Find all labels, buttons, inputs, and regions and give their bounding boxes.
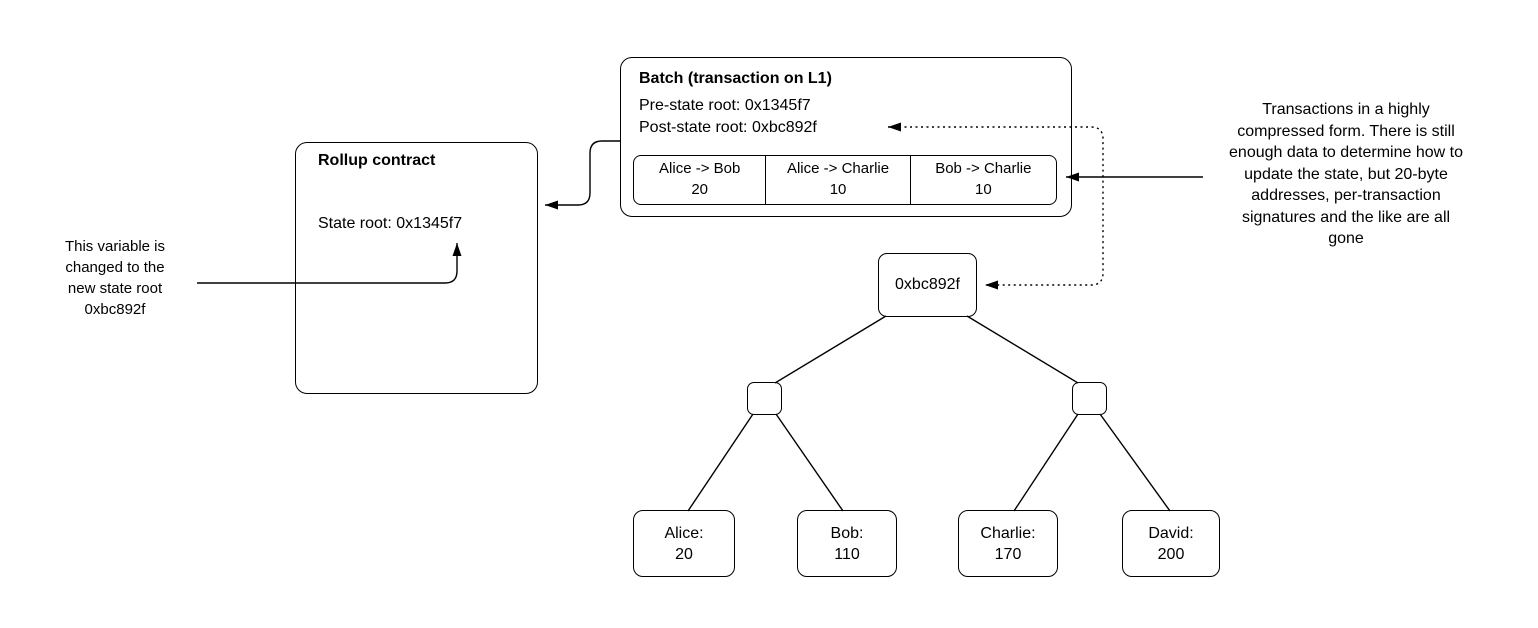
batch-title: Batch (transaction on L1) <box>639 70 832 87</box>
transaction-amount: 20 <box>691 181 709 198</box>
tree-edge-root-right <box>966 315 1079 384</box>
rollup-contract-box: Rollup contract State root: 0x1345f7 <box>295 142 538 394</box>
leaf-name: Alice: <box>664 524 704 542</box>
merkle-branch-node-left <box>747 382 782 415</box>
transaction-route: Bob -> Charlie <box>935 160 1032 177</box>
merkle-root-node: 0xbc892f <box>878 253 977 317</box>
transaction-cell: Alice -> Charlie 10 <box>765 156 909 204</box>
merkle-leaf-david: David: 200 <box>1122 510 1220 577</box>
leaf-name: Charlie: <box>980 524 1036 542</box>
leaf-value: 170 <box>994 545 1022 563</box>
leaf-value: 110 <box>834 545 860 563</box>
merkle-branch-node-right <box>1072 382 1107 415</box>
tree-edge-left-alice <box>687 413 754 512</box>
merkle-root-label: 0xbc892f <box>895 276 960 293</box>
pre-state-root-text: Pre-state root: 0x1345f7 <box>639 97 811 114</box>
leaf-name: Bob: <box>830 524 864 542</box>
transaction-route: Alice -> Bob <box>659 160 741 177</box>
left-annotation: This variable is changed to the new stat… <box>64 238 166 318</box>
transaction-table: Alice -> Bob 20 Alice -> Charlie 10 Bob … <box>633 155 1057 205</box>
tree-edge-right-david <box>1099 413 1171 512</box>
tree-edge-root-left <box>774 315 887 384</box>
transaction-amount: 10 <box>829 181 847 198</box>
transaction-route: Alice -> Charlie <box>786 160 890 177</box>
batch-box: Batch (transaction on L1) Pre-state root… <box>620 57 1072 217</box>
tree-edge-left-bob <box>775 413 844 512</box>
leaf-name: David: <box>1148 524 1194 542</box>
right-annotation: Transactions in a highly compressed form… <box>1229 101 1463 247</box>
batch-to-rollup-arrow <box>545 140 620 210</box>
post-state-root-text: Post-state root: 0xbc892f <box>639 119 817 136</box>
rollup-contract-title: Rollup contract <box>318 152 436 169</box>
state-root-text: State root: 0x1345f7 <box>318 215 463 232</box>
tree-edge-right-charlie <box>1013 413 1079 512</box>
leaf-value: 20 <box>675 545 693 563</box>
transaction-amount: 10 <box>975 181 992 198</box>
merkle-leaf-bob: Bob: 110 <box>797 510 897 577</box>
merkle-leaf-alice: Alice: 20 <box>633 510 735 577</box>
transaction-cell: Bob -> Charlie 10 <box>909 156 1056 204</box>
leaf-value: 200 <box>1157 545 1185 563</box>
merkle-leaf-charlie: Charlie: 170 <box>958 510 1058 577</box>
transaction-cell: Alice -> Bob 20 <box>634 156 765 204</box>
